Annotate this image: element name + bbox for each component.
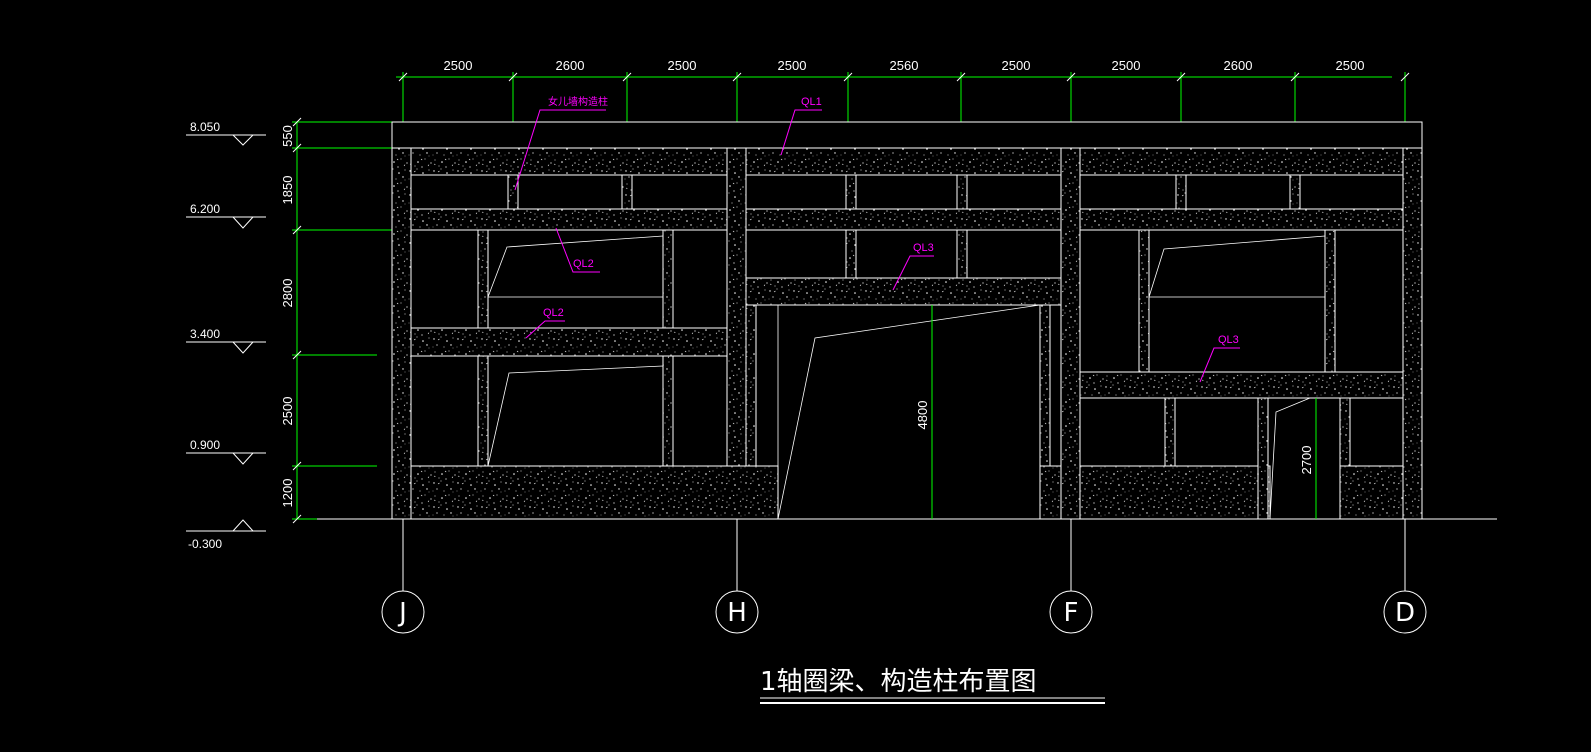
elevation-5: -0.300 bbox=[188, 537, 222, 551]
door-right-dimension: 2700 bbox=[1299, 446, 1314, 475]
ql3-right-label: QL3 bbox=[1218, 334, 1239, 346]
top-dim-5: 2560 bbox=[890, 58, 919, 73]
drawing-title: 1轴圈梁、构造柱布置图 bbox=[760, 667, 1037, 697]
height-dimension-ticks bbox=[292, 117, 302, 524]
elevation-texts: 8.050 6.200 3.400 0.900 -0.300 bbox=[188, 120, 222, 551]
axis-bubble-f bbox=[1049, 590, 1093, 634]
height-dimension-chain bbox=[292, 121, 392, 520]
top-dim-7: 2500 bbox=[1112, 58, 1141, 73]
ql2-lower-label: QL2 bbox=[543, 307, 564, 319]
door-middle-dimension: 4800 bbox=[915, 401, 930, 430]
elevation-1: 8.050 bbox=[190, 120, 220, 134]
axis-label-j: J bbox=[397, 598, 407, 628]
beam-label-leaders bbox=[514, 109, 1240, 383]
height-dim-1: 550 bbox=[280, 125, 295, 147]
axis-label-h: H bbox=[727, 598, 747, 628]
axis-label-d: D bbox=[1395, 598, 1415, 628]
outline bbox=[317, 121, 1497, 520]
height-dim-2: 1850 bbox=[280, 176, 295, 205]
height-dim-4: 2500 bbox=[280, 397, 295, 426]
top-dim-4: 2500 bbox=[778, 58, 807, 73]
ql3-middle-label: QL3 bbox=[913, 242, 934, 254]
top-dim-9: 2500 bbox=[1336, 58, 1365, 73]
elevation-3: 3.400 bbox=[190, 327, 220, 341]
top-dimension-texts: 2500 2600 2500 2500 2560 2500 2500 2600 … bbox=[444, 58, 1365, 73]
title-underline bbox=[760, 697, 1105, 704]
elevation-markers bbox=[186, 134, 266, 532]
concrete-members bbox=[391, 147, 1423, 520]
top-dim-2: 2600 bbox=[556, 58, 585, 73]
top-dim-1: 2500 bbox=[444, 58, 473, 73]
height-dimension-texts: 550 1850 2800 2500 1200 bbox=[280, 125, 295, 507]
elevation-4: 0.900 bbox=[190, 438, 220, 452]
top-dim-6: 2500 bbox=[1002, 58, 1031, 73]
ql1-label: QL1 bbox=[801, 96, 822, 108]
parapet-column-label: 女儿墙构造柱 bbox=[548, 95, 608, 108]
axis-bubble-d bbox=[1383, 590, 1427, 634]
axis-lines bbox=[381, 519, 1427, 634]
opening-lines bbox=[487, 235, 1326, 520]
ql2-upper-label: QL2 bbox=[573, 258, 594, 270]
opening-dimension-lines bbox=[931, 305, 1317, 519]
axis-labels: J H F D bbox=[397, 598, 1415, 628]
top-dimension-chain bbox=[396, 72, 1406, 122]
beam-labels: 女儿墙构造柱 QL1 QL2 QL2 QL3 QL3 bbox=[543, 95, 1239, 346]
axis-bubble-j bbox=[381, 590, 425, 634]
height-dim-5: 1200 bbox=[280, 479, 295, 508]
top-dim-8: 2600 bbox=[1224, 58, 1253, 73]
top-dim-3: 2500 bbox=[668, 58, 697, 73]
top-dimension-ticks bbox=[398, 72, 1410, 82]
elevation-2: 6.200 bbox=[190, 202, 220, 216]
axis-bubble-h bbox=[715, 590, 759, 634]
axis-label-f: F bbox=[1064, 598, 1079, 628]
height-dim-3: 2800 bbox=[280, 279, 295, 308]
